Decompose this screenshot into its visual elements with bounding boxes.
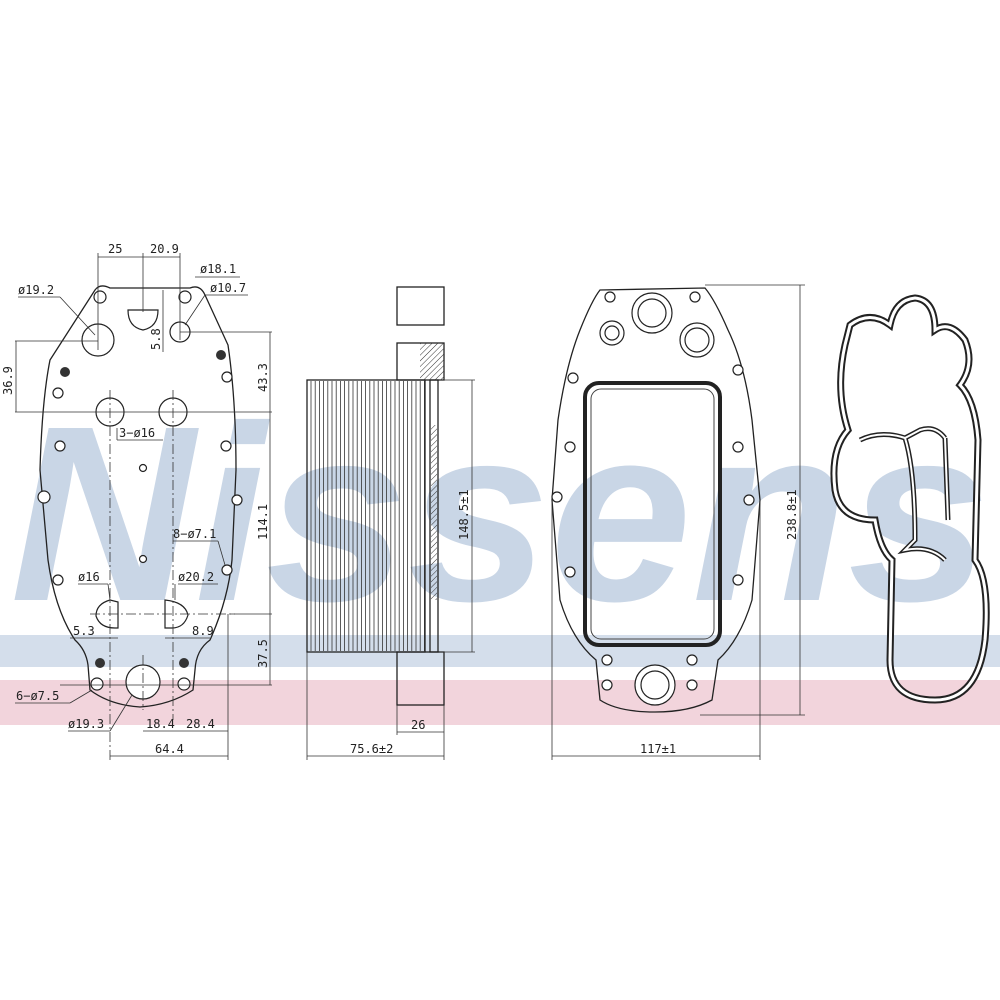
base-plate-hatch [431, 425, 437, 600]
gasket-view: 238.8±1 117±1 [551, 284, 805, 760]
dim-26: 26 [411, 718, 425, 732]
dim-64-4: 64.4 [155, 742, 184, 756]
gasket-holes [551, 291, 755, 706]
dim-75-6: 75.6±2 [350, 742, 393, 756]
dim-8-9: 8.9 [192, 624, 214, 638]
watermark-band-blue [0, 635, 1000, 667]
mid-flange-hatch [420, 343, 444, 380]
dim-25: 25 [108, 242, 122, 256]
dim-18-4: 18.4 [146, 717, 175, 731]
dim-148-5: 148.5±1 [457, 489, 471, 540]
dim-36-9: 36.9 [1, 366, 15, 395]
seal-outline-inner [832, 296, 988, 702]
gasket-inner-seal-edge [590, 388, 715, 640]
dim-37-5: 37.5 [256, 639, 270, 668]
dim-d10-7: ø10.7 [210, 281, 246, 295]
dim-5-8: 5.8 [149, 328, 163, 350]
dim-28-4: 28.4 [186, 717, 215, 731]
front-dimension-labels: 25 20.9 ø18.1 ø19.2 ø10.7 5.8 36.9 43.3 … [1, 242, 270, 756]
dim-d19-3: ø19.3 [68, 717, 104, 731]
dim-d16: ø16 [78, 570, 100, 584]
seal-divider-inner [859, 427, 949, 561]
dim-d19-2: ø19.2 [18, 283, 54, 297]
front-centerlines [90, 390, 235, 760]
bottom-flange [396, 651, 445, 706]
dim-43-3: 43.3 [256, 363, 270, 392]
front-dimension-lines [15, 253, 272, 760]
gasket-inner-seal [583, 381, 722, 647]
dim-3-holes-16: 3−ø16 [119, 426, 155, 440]
dim-238-8: 238.8±1 [785, 489, 799, 540]
dim-20-9: 20.9 [150, 242, 179, 256]
side-view: 148.5±1 26 75.6±2 [306, 286, 475, 760]
dim-d18-1: ø18.1 [200, 262, 236, 276]
dim-d20-2: ø20.2 [178, 570, 214, 584]
seal-view [830, 294, 990, 704]
top-flange [396, 286, 445, 326]
dim-8-holes-7-1: 8−ø7.1 [173, 527, 216, 541]
dim-114-1: 114.1 [256, 504, 270, 540]
cooler-fin-block [306, 379, 426, 653]
dim-5-3: 5.3 [73, 624, 95, 638]
gasket-outline [551, 287, 761, 713]
front-plate-outline [39, 285, 237, 708]
dim-117: 117±1 [640, 742, 676, 756]
front-view: 25 20.9 ø18.1 ø19.2 ø10.7 5.8 36.9 43.3 … [1, 242, 272, 760]
dim-6-holes-7-5: 6−ø7.5 [16, 689, 59, 703]
cooler-fins [310, 381, 425, 651]
